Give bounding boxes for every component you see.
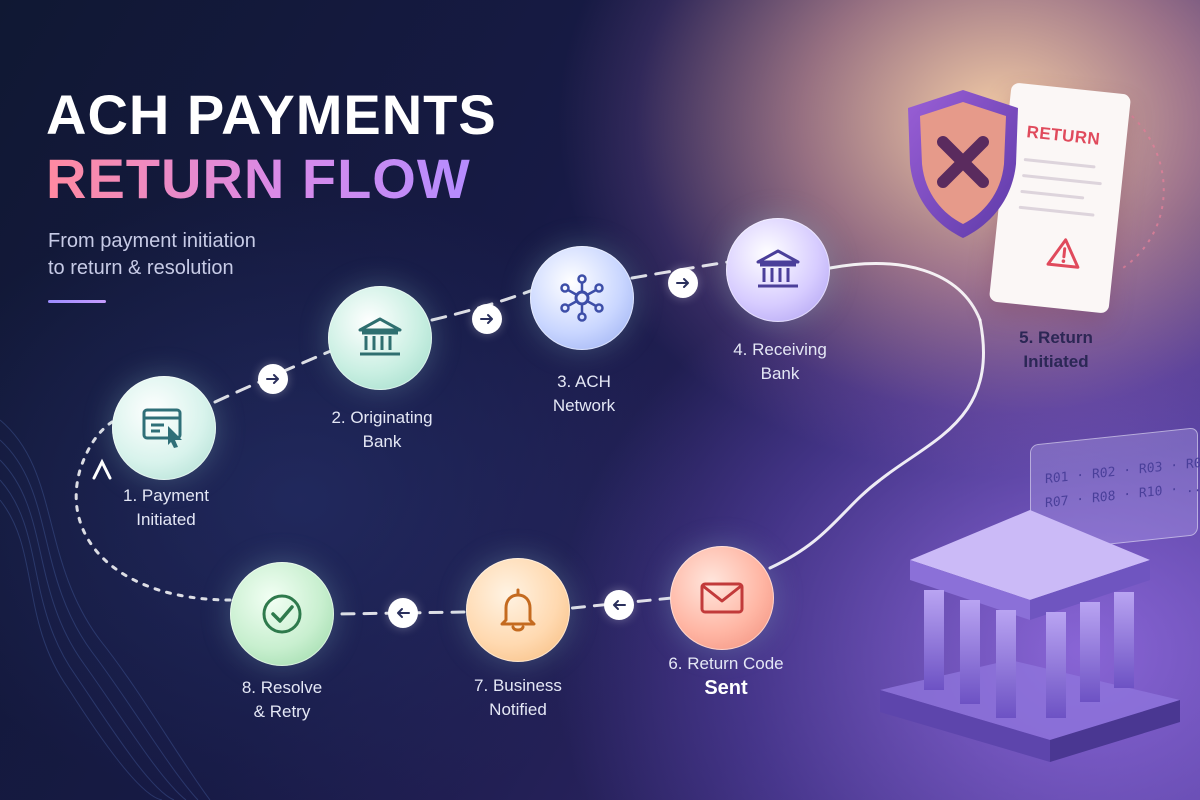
return-document-title: RETURN [1025, 122, 1102, 149]
arrow-right-icon-2 [472, 304, 502, 334]
step-2-label: 2. Originating Bank [331, 408, 433, 451]
bank-icon [756, 249, 800, 288]
title-divider [48, 300, 106, 303]
step-3-label: 3. ACH Network [552, 372, 616, 415]
arrow-left-icon-1 [604, 590, 634, 620]
arrow-left-icon-2 [388, 598, 418, 628]
bank-building-illustration [880, 510, 1180, 762]
step-4-node [726, 218, 830, 322]
decorative-waves [0, 419, 211, 800]
check-circle-icon [262, 594, 302, 634]
browser-cursor-icon [142, 408, 182, 448]
step-6-node [670, 546, 774, 650]
step-8-label: 8. Resolve & Retry [241, 678, 323, 721]
network-hub-icon [560, 274, 604, 322]
page-subtitle: From payment initiation to return & reso… [48, 228, 348, 282]
page-title-line1: ACH PAYMENTS [46, 83, 497, 146]
connector-8-1 [74, 420, 232, 602]
step-7-label: 7. Business Notified [474, 676, 562, 719]
step-7-node [466, 558, 570, 662]
return-document: RETURN [988, 82, 1132, 314]
step-4-label: 4. Receiving Bank [733, 340, 827, 383]
decorative-dotted-arc [1119, 109, 1165, 271]
page-title-line2: RETURN FLOW [46, 147, 471, 210]
step-3-node [530, 246, 634, 350]
warning-icon [1046, 238, 1080, 269]
bank-icon [358, 317, 402, 356]
arrowhead-8-1 [92, 458, 112, 480]
connector-5-6 [768, 318, 985, 570]
step-6-label: 6. Return Code Sent [668, 654, 784, 699]
envelope-icon [700, 582, 744, 614]
step-8-node [230, 562, 334, 666]
bell-icon [500, 588, 536, 632]
shield-x-icon [908, 90, 1018, 238]
step-1-label: 1. Payment Initiated [123, 486, 209, 529]
connector-4-5 [828, 262, 982, 322]
step-2-node [328, 286, 432, 390]
step-5-label: 5. Return Initiated [1019, 328, 1093, 371]
arrow-right-icon-1 [258, 364, 288, 394]
subtitle-line2: to return & resolution [48, 257, 234, 279]
step-1-node [112, 376, 216, 480]
arrow-right-icon-3 [668, 268, 698, 298]
subtitle-line1: From payment initiation [48, 230, 256, 252]
connector-7-8 [336, 610, 466, 616]
